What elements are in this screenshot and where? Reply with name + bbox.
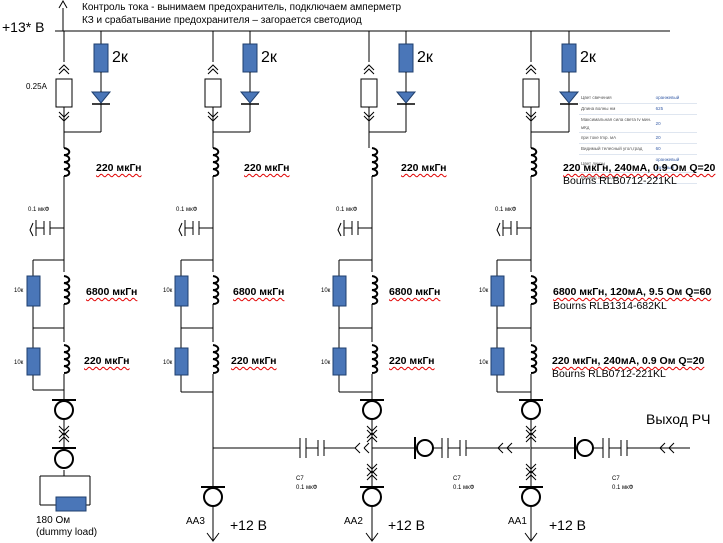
branch-1 (32, 31, 102, 506)
choke-220-2a (212, 147, 220, 177)
choke-6800-3 (371, 275, 379, 305)
choke-label-1c: 220 мкГн (84, 355, 130, 367)
supply-label: +13* В (2, 19, 45, 35)
choke-6800-spec: 6800 мкГн, 120мА, 9.5 Ом Q=60 (553, 286, 712, 298)
choke-6800-2 (212, 275, 220, 305)
r10k-label-1a: 10к (14, 288, 24, 294)
choke-label-3b: 6800 мкГн (389, 286, 441, 298)
dummy-load-line-1: 180 Ом (36, 515, 71, 526)
r10k-label-4b: 10к (479, 360, 489, 366)
r10k-label-1b: 10к (14, 360, 24, 366)
choke-6800-4 (530, 275, 538, 305)
fuse-label: 0.25A (26, 82, 47, 91)
led-resistor-label-3: 2к (417, 49, 433, 66)
choke-220-1b (63, 344, 71, 374)
led-resistor-label-4: 2к (580, 49, 596, 66)
r10k-label-4a: 10к (479, 288, 489, 294)
led-resistor-2 (242, 43, 258, 73)
c7-value-2: 0.1 мкФ (453, 485, 475, 491)
led-2 (239, 91, 261, 104)
branch-2 (180, 31, 296, 540)
choke-220-3a (371, 147, 379, 177)
led-resistor-label-1: 2к (112, 49, 128, 66)
choke-label-1b: 6800 мкГн (86, 286, 138, 298)
choke-label-3a: 220 мкГн (401, 162, 447, 174)
led-resistor-1 (93, 43, 109, 73)
choke-220-1a (63, 147, 71, 177)
plus12-label-2: +12 В (388, 517, 425, 533)
cap-label-4: 0.1 мкФ (495, 207, 517, 213)
choke-spec-top: 220 мкГн, 240мА, 0.9 Ом Q=20 (563, 162, 716, 174)
c7-label-1: C7 (296, 476, 304, 482)
plus12-label-3: +12 В (549, 517, 586, 533)
choke-220-3b (371, 344, 379, 374)
antenna-label-aa3: AA3 (186, 516, 205, 527)
choke-220-4b (530, 344, 538, 374)
choke-220-2b (212, 344, 220, 374)
led-3 (395, 91, 417, 104)
branch-3 (338, 31, 530, 540)
note-line-1: Контроль тока - вынимаем предохранитель,… (82, 2, 402, 13)
cap-label-2: 0.1 мкФ (176, 207, 198, 213)
r10k-label-2b: 10к (163, 360, 173, 366)
note-line-2: КЗ и срабатывание предохранителя – загор… (82, 15, 362, 26)
choke-label-1a: 220 мкГн (96, 162, 142, 174)
dummy-load-line-2: (dummy load) (36, 527, 98, 538)
led-4 (558, 91, 580, 104)
choke-220-4a (530, 147, 538, 177)
led-resistor-3 (398, 43, 414, 73)
led-resistor-label-2: 2к (261, 49, 277, 66)
choke-part-top: Bourns RLB0712-221KL (563, 175, 677, 187)
choke-label-2c: 220 мкГн (231, 355, 277, 367)
cap-label-1: 0.1 мкФ (28, 207, 50, 213)
led-resistor-4 (561, 43, 577, 73)
choke-spec-bottom: 220 мкГн, 240мА, 0.9 Ом Q=20 (552, 355, 705, 367)
plus12-label-1: +12 В (230, 517, 267, 533)
choke-label-3c: 220 мкГн (389, 355, 435, 367)
choke-6800-part: Bourns RLB1314-682KL (553, 300, 667, 312)
r10k-label-2a: 10к (163, 288, 173, 294)
c7-label-3: C7 (612, 476, 620, 482)
c7-value-1: 0.1 мкФ (296, 485, 318, 491)
cap-label-3: 0.1 мкФ (336, 207, 358, 213)
choke-label-2b: 6800 мкГн (233, 286, 285, 298)
dummy-load-resistor (55, 496, 87, 512)
c7-label-2: C7 (453, 476, 461, 482)
choke-part-bottom: Bourns RLB0712-221KL (552, 368, 666, 380)
choke-6800-1 (63, 275, 71, 305)
antenna-label-aa1: AA1 (508, 516, 527, 527)
c7-value-3: 0.1 мкФ (612, 485, 634, 491)
antenna-label-aa2: AA2 (344, 516, 363, 527)
led-1 (90, 91, 112, 104)
choke-label-2a: 220 мкГн (244, 162, 290, 174)
r10k-label-3a: 10к (321, 288, 331, 294)
r10k-label-3b: 10к (321, 360, 331, 366)
output-label: Выход РЧ (646, 411, 711, 427)
